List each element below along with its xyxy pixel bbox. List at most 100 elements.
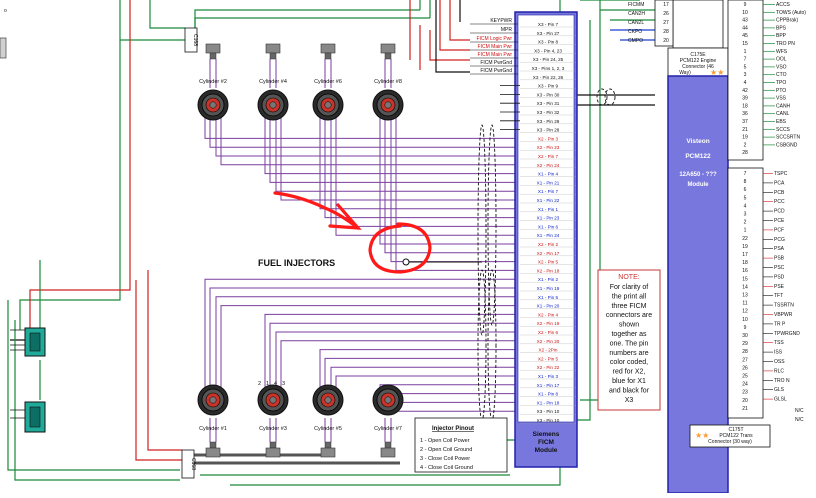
pcm-bottom-pin: 16 xyxy=(742,268,748,274)
pcm-left-pin: 20 xyxy=(663,38,669,44)
c175t-line2: PCM122 Trans xyxy=(719,433,753,439)
ficm-pin: X1 - Pin 1 xyxy=(538,207,559,212)
pcm-bottom-pin: 15 xyxy=(742,276,748,282)
diagram-title: FUEL INJECTORS xyxy=(258,258,335,268)
power-label: FICM PwrGnd xyxy=(480,68,512,74)
note-line: together as xyxy=(611,331,647,338)
pcm-bottom-label: VBPWR xyxy=(774,312,793,318)
pcm-left-pin: 17 xyxy=(663,2,669,8)
ficm-pin: X2 - Pin 19 xyxy=(537,321,560,326)
pcm-bottom-label: PCB xyxy=(774,190,785,196)
pcm-bottom-label: GLSL xyxy=(774,397,787,403)
note-line: numbers are xyxy=(609,350,648,357)
pcm-top-pin: 44 xyxy=(742,25,748,31)
pcm-bottom-label: RLC xyxy=(774,368,784,374)
c175t-line1: C175T xyxy=(728,427,743,433)
ficm-pin: X1 - Pin 17 xyxy=(537,383,560,388)
pcm-bottom-pin: 29 xyxy=(742,341,748,347)
nc-label-2: N/C xyxy=(795,417,804,423)
ficm-pin: X1 - Pin 6 xyxy=(538,224,559,229)
ficm-pin: X1 - Pin 8 xyxy=(538,392,559,397)
note-line: the print all xyxy=(612,293,647,300)
pcm-bottom-label: TRO N xyxy=(774,378,790,384)
pcm-bottom-pin: 24 xyxy=(742,382,748,388)
top-cylinder-4: Cylinder #8 xyxy=(372,79,404,121)
pcm-top-pin: 7 xyxy=(744,57,747,63)
pcm-bottom-pin: 1 xyxy=(744,228,747,234)
ficm-pin: X1 - Pin 5 xyxy=(538,295,559,300)
pcm-bottom-pin: 20 xyxy=(742,398,748,404)
pcm-top-pin: 43 xyxy=(742,18,748,24)
ficm-pin: X2 - Pin 20 xyxy=(537,339,560,344)
pcm-top-pin: 9 xyxy=(744,2,747,8)
cyl3-pin-3: 4 xyxy=(274,381,277,387)
ficm-line3: Module xyxy=(535,447,558,454)
ficm-line2: FICM xyxy=(538,439,554,446)
left-edge-mark: o xyxy=(4,8,7,14)
pcm-bottom-pin: 5 xyxy=(744,195,747,201)
pcm-bottom-label: TSPC xyxy=(774,171,788,177)
bottom-plugs xyxy=(205,441,396,458)
note-title: NOTE: xyxy=(618,274,639,281)
pcm-left-label: CKPO xyxy=(628,29,642,35)
ficm-pin: X2 - Pin 3 xyxy=(538,136,559,141)
note-line: connectors are xyxy=(606,312,652,319)
ficm-pin: X1 - Pin 24 xyxy=(537,233,560,238)
ficm-pin: X3 - Pin 28 xyxy=(537,128,560,133)
pcm-top-label: CANH xyxy=(776,103,791,109)
power-label: FICM Main Pwr xyxy=(478,44,513,50)
top-cylinder-3-label: Cylinder #6 xyxy=(314,79,342,85)
ficm-line1: Siemens xyxy=(533,431,560,438)
note-line: red for X2, xyxy=(613,369,646,376)
pcm-top-pin: 10 xyxy=(742,10,748,16)
pcm-bottom-pin: 11 xyxy=(742,301,747,307)
ficm-pin: X1 - Pin 22 xyxy=(537,198,560,203)
pcm-bottom-pin: 12 xyxy=(742,309,748,315)
ficm-pin: X3 - Pin 4, 23 xyxy=(534,48,562,53)
pcm-bottom-pin: 13 xyxy=(742,293,748,299)
pcm-bottom-pin: 6 xyxy=(744,187,747,193)
injector-pinout-legend: Injector Pinout 1 - Open Coil Power 2 - … xyxy=(414,417,508,473)
power-label: FICM PwrGnd xyxy=(480,60,512,66)
c175e-line1: C175E xyxy=(690,52,706,58)
pcm-top-label: CANL xyxy=(776,111,790,117)
pcm-top-label: SCCSRTN xyxy=(776,135,800,141)
legend-item-1: 1 - Open Coil Power xyxy=(420,438,470,444)
pcm-top-label: SCCS xyxy=(776,127,791,133)
pcm-top-label: TPO xyxy=(776,80,786,86)
bottom-plug-1 xyxy=(205,441,221,458)
pcm-top-pin: 2 xyxy=(744,142,747,148)
bottom-connector: C168 xyxy=(181,449,196,479)
pcm-bottom-label: PCD xyxy=(774,209,785,215)
left-connector-b xyxy=(24,401,46,433)
ficm-pin: X2 - Pin 6 xyxy=(538,330,559,335)
bottom-cylinder-3-label: Cylinder #5 xyxy=(314,426,342,432)
top-connector-label: C168 xyxy=(192,34,198,46)
ficm-pin: X2 - Pin 22 xyxy=(537,365,560,370)
pcm-bottom-pin: 27 xyxy=(742,357,748,363)
pcm-top-label: CSBGND xyxy=(776,142,798,148)
pcm-area: C175E PCM122 Engine Connector (46 Way) ★… xyxy=(654,0,771,494)
pcm-left-label: CMPO xyxy=(628,38,643,44)
bottom-cylinder-4: Cylinder #7 xyxy=(372,384,404,432)
pcm-bottom-pin: 7 xyxy=(744,171,747,177)
left-wire-harness xyxy=(7,40,182,481)
pcm-bottom-label: PSB xyxy=(774,256,785,262)
pcm-top-pin: 28 xyxy=(742,150,748,156)
ficm-pin: X3 - Pins 1, 2, 3 xyxy=(532,66,565,71)
pcm-left-label: CAN2H xyxy=(628,11,645,17)
ficm-pin: X3 - Pin 32 xyxy=(537,110,560,115)
pcm-left-label: FICMM xyxy=(628,2,644,8)
ficm-pin: X2 - Pin 24 xyxy=(537,163,560,168)
pcm-top-pin: 42 xyxy=(742,88,748,94)
pcm-top-label: BPS xyxy=(776,25,787,31)
pcm-top-pin: 3 xyxy=(744,72,747,78)
cyl3-pin-1: 2 xyxy=(258,381,261,387)
note-line: shown xyxy=(619,322,639,329)
pcm-left-pin: 26 xyxy=(663,11,669,17)
